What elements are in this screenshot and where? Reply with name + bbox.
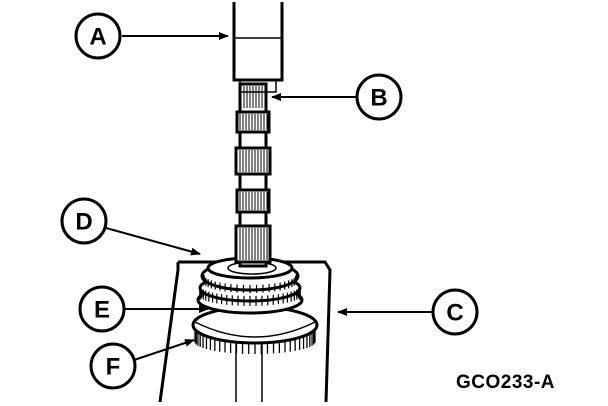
callout-e: E [78,285,209,333]
lower-gear-teeth [194,330,316,354]
shaft [234,82,272,268]
callout-c: C [337,288,479,336]
callout-e-label: E [94,297,110,324]
callout-b-label: B [370,85,387,112]
gear-stack [196,256,304,315]
callout-f: F [89,339,195,390]
installer-tool [232,2,284,93]
callout-f-label: F [106,354,121,381]
gear-stack-teeth [199,275,301,306]
shaft-splines [239,86,268,260]
callout-c-label: C [446,300,463,327]
callout-b: B [271,73,403,121]
figure-id-label: GCO233-A [456,372,556,393]
lower-gear [191,305,319,354]
callout-a-label: A [89,24,106,51]
callout-d-label: D [75,209,92,236]
callout-d: D [60,197,201,256]
callout-a: A [74,12,229,60]
